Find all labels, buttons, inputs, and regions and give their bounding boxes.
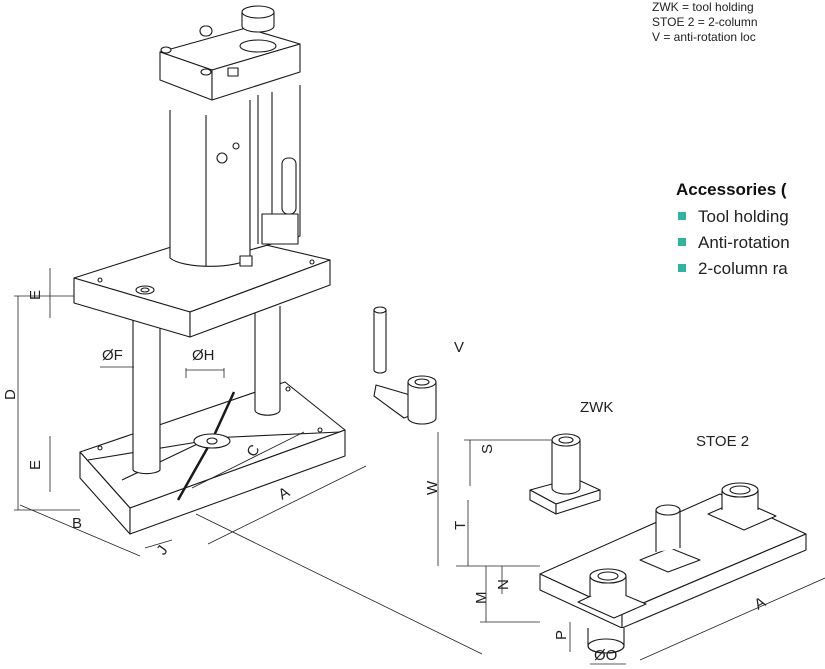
accessory-label: 2-column ra [698, 259, 788, 278]
label-T: T [452, 521, 469, 530]
accessory-2-column: 2-column ra [676, 256, 825, 282]
stoe2-plate [539, 482, 807, 654]
anti-rotation-lock [373, 306, 437, 425]
bullet-icon [678, 212, 686, 220]
press-top-plate [73, 232, 331, 338]
label-M: M [473, 592, 490, 605]
label-STOE2: STOE 2 [696, 433, 749, 450]
legend-stoe2: STOE 2 = 2-column [652, 15, 758, 29]
press-cylinder [169, 85, 301, 267]
dimension-labels: D E E ØF ØH B J C A V ZWK STOE 2 S W T M… [2, 290, 769, 664]
label-V: V [454, 339, 464, 356]
dimension-lines [14, 268, 825, 665]
label-W: W [424, 480, 441, 495]
cylinder-head [159, 5, 301, 101]
label-D: D [2, 389, 19, 400]
press-columns [132, 306, 281, 475]
bullet-icon [678, 264, 686, 272]
accessory-tool-holding: Tool holding [676, 204, 825, 230]
accessories-list: Tool holding Anti-rotation 2-column ra [676, 204, 825, 282]
label-E-top: E [27, 290, 44, 300]
legend-v: V = anti-rotation loc [652, 30, 756, 44]
tool-holder-zwk [529, 433, 601, 515]
label-A-main: A [276, 484, 293, 504]
label-F: ØF [102, 347, 123, 364]
label-S: S [479, 444, 496, 454]
accessory-label: Tool holding [698, 207, 789, 226]
label-H: ØH [192, 347, 215, 364]
label-A-plate: A [752, 594, 769, 614]
accessory-label: Anti-rotation [698, 233, 790, 252]
press-base-plate [79, 381, 346, 535]
accessories-title: Accessories ( [676, 180, 787, 199]
label-ZWK: ZWK [580, 399, 613, 416]
accessory-anti-rotation: Anti-rotation [676, 230, 825, 256]
label-J: J [153, 542, 171, 558]
label-N: N [495, 579, 512, 590]
bullet-icon [678, 238, 686, 246]
legend-text: ZWK = tool holding STOE 2 = 2-column V =… [652, 0, 825, 45]
legend-zwk: ZWK = tool holding [652, 0, 754, 14]
label-E-bottom: E [27, 460, 44, 470]
label-B: B [72, 515, 82, 532]
label-O: ØO [594, 647, 617, 664]
label-P: P [553, 630, 570, 640]
accessories-section: Accessories ( Tool holding Anti-rotation… [676, 180, 825, 282]
